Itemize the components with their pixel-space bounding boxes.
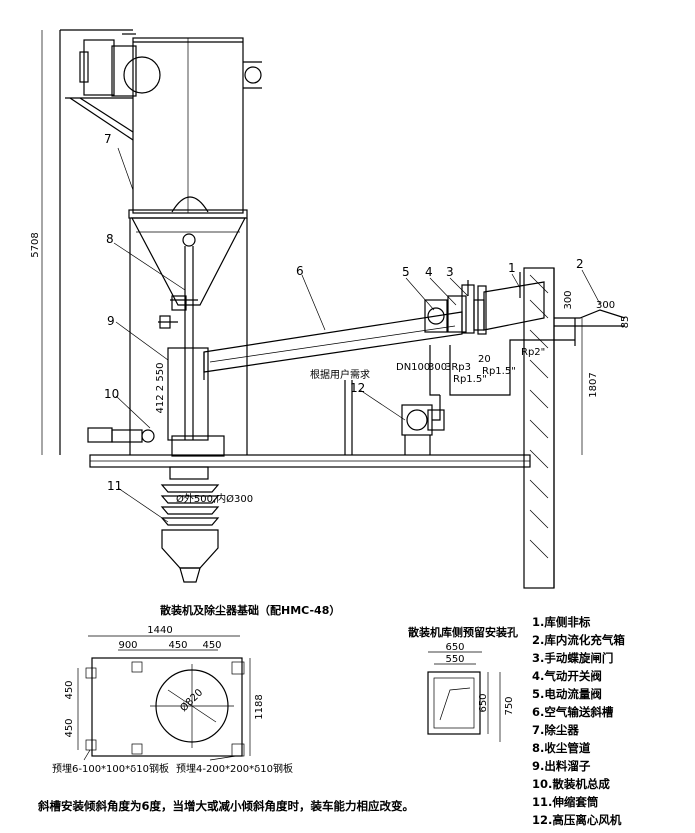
callout-5: 5 bbox=[402, 265, 410, 279]
legend-item: 5.电动流量阀 bbox=[532, 687, 602, 701]
dim-hole-650v: 650 bbox=[478, 693, 489, 712]
callout-12: 12 bbox=[350, 381, 365, 395]
legend-item: 1.库侧非标 bbox=[532, 615, 591, 629]
dim-450a: 450 bbox=[168, 640, 187, 651]
callout-11: 11 bbox=[107, 479, 122, 493]
dim-hole-750v: 750 bbox=[504, 696, 515, 715]
dim-hole-550: 550 bbox=[445, 654, 464, 665]
legend-item: 9.出料溜子 bbox=[532, 759, 591, 773]
dim-300-3: 300 bbox=[428, 362, 447, 373]
installation-note: 斜槽安装倾斜角度为6度，当增大或减小倾斜角度时，装车能力相应改变。 bbox=[38, 799, 414, 813]
callout-2: 2 bbox=[576, 257, 584, 271]
dim-rp15b: Rp1.5" bbox=[482, 366, 516, 377]
legend-item: 11.伸缩套筒 bbox=[532, 795, 599, 809]
callout-8: 8 bbox=[106, 232, 114, 246]
callout-3: 3 bbox=[446, 265, 454, 279]
dust-collector bbox=[65, 33, 262, 440]
floor-slab bbox=[89, 268, 555, 588]
dim-rp2: Rp2" bbox=[521, 347, 545, 358]
chute-user-note: 根据用户需求 bbox=[310, 368, 370, 381]
dim-900: 900 bbox=[118, 640, 137, 651]
silo-side-nonstandard bbox=[477, 272, 545, 335]
embed-large-plate: 预埋4-200*200*δ10钢板 bbox=[176, 762, 293, 775]
embed-small-plate: 预埋6-100*100*δ10钢板 bbox=[52, 762, 169, 775]
dim-hole-650: 650 bbox=[445, 642, 464, 653]
dim-5708: 5708 bbox=[30, 232, 41, 257]
silo-wall bbox=[523, 267, 555, 589]
valve-group bbox=[424, 280, 485, 334]
dim-820: Ø820 bbox=[178, 687, 206, 715]
fluidizing-box bbox=[509, 309, 626, 346]
dim-450d: 450 bbox=[64, 718, 75, 737]
callouts: 7 8 9 10 11 6 12 5 4 3 1 2 bbox=[104, 132, 601, 523]
loader-body bbox=[158, 295, 209, 441]
dim-rp15a: Rp1.5" bbox=[453, 374, 487, 385]
telescopic-sleeve bbox=[160, 466, 220, 583]
centrifugal-blower bbox=[401, 404, 445, 455]
legend-item: 10.散装机总成 bbox=[532, 777, 610, 791]
dim-450c: 450 bbox=[64, 680, 75, 699]
dim-300-a: 300 bbox=[563, 290, 574, 309]
dim-1807: 1807 bbox=[588, 372, 599, 397]
loader-assembly bbox=[87, 427, 225, 457]
legend-item: 2.库内流化充气箱 bbox=[532, 633, 625, 647]
dim-3rp3: 3Rp3 bbox=[445, 362, 471, 373]
dim-450b: 450 bbox=[202, 640, 221, 651]
air-slide-chute bbox=[203, 311, 463, 380]
legend-item: 8.收尘管道 bbox=[532, 741, 591, 755]
callout-1: 1 bbox=[508, 261, 516, 275]
foundation-title: 散装机及除尘器基础（配HMC-48） bbox=[160, 603, 340, 617]
dim-1188: 1188 bbox=[254, 694, 265, 719]
callout-6: 6 bbox=[296, 264, 304, 278]
hole-title: 散装机库侧预留安装孔 bbox=[408, 625, 518, 639]
callout-9: 9 bbox=[107, 314, 115, 328]
dim-sleeve: Ø外500,内Ø300 bbox=[176, 492, 253, 505]
dim-300-b: 300 bbox=[596, 300, 615, 311]
legend-item: 12.高压离心风机 bbox=[532, 813, 622, 827]
legend-item: 3.手动蝶旋闸门 bbox=[532, 651, 614, 665]
legend-item: 4.气动开关阀 bbox=[532, 669, 602, 683]
dim-dn100: DN100 bbox=[396, 362, 430, 373]
legend-item: 6.空气输送斜槽 bbox=[532, 705, 614, 719]
legend-item: 7.除尘器 bbox=[532, 723, 579, 737]
callout-7: 7 bbox=[104, 132, 112, 146]
reserved-hole: 散装机库侧预留安装孔 650 550 650 750 bbox=[408, 625, 518, 742]
callout-4: 4 bbox=[425, 265, 433, 279]
dim-1440: 1440 bbox=[147, 625, 172, 636]
foundation-plan: 散装机及除尘器基础（配HMC-48） 1440 900 450 450 Ø820… bbox=[52, 603, 340, 775]
callout-10: 10 bbox=[104, 387, 119, 401]
dim-85: 85 bbox=[620, 316, 631, 329]
dim-412-2-550: 412 2 550 bbox=[155, 363, 166, 414]
dim-20: 20 bbox=[478, 354, 491, 365]
